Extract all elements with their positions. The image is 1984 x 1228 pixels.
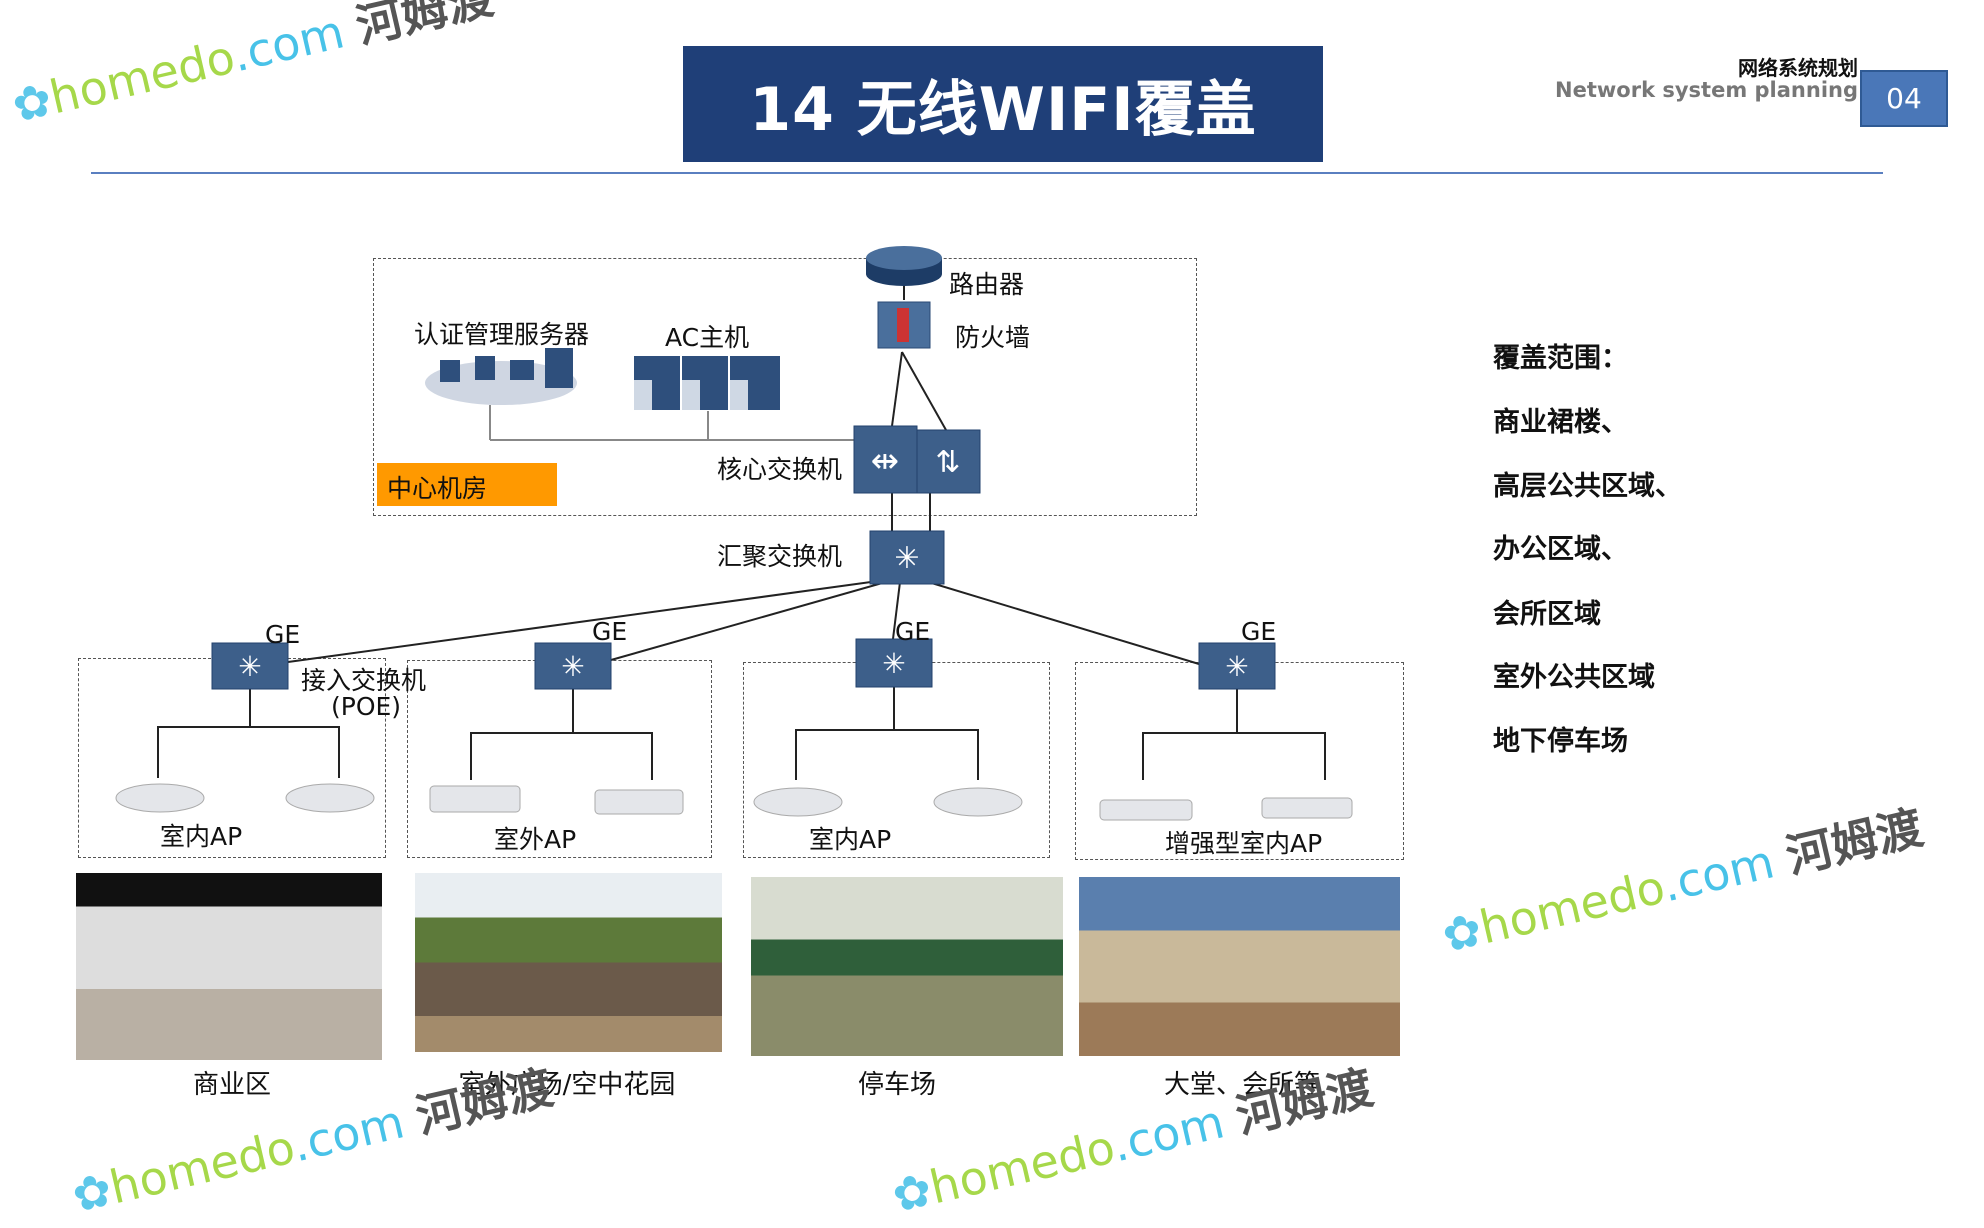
photo-caption: 室外广场/空中花园 xyxy=(458,1070,676,1100)
svg-text:✳: ✳ xyxy=(882,647,905,680)
photo-outdoor-plaza xyxy=(415,873,722,1052)
photo-parking xyxy=(751,877,1063,1056)
firewall-label: 防火墙 xyxy=(955,323,1031,352)
ap-icon xyxy=(115,783,1353,821)
router-icon xyxy=(866,246,942,286)
arrows-icon: ⇅ xyxy=(935,445,960,480)
ap-label: 室外AP xyxy=(494,825,577,854)
svg-text:✳: ✳ xyxy=(1225,650,1248,683)
coverage-title: 覆盖范围： xyxy=(1493,343,1628,374)
coverage-item: 高层公共区域、 xyxy=(1493,471,1682,502)
ge-label: GE xyxy=(592,617,628,646)
photo-caption: 停车场 xyxy=(857,1070,937,1100)
page-title: 14 无线WIFI覆盖 xyxy=(683,46,1323,162)
ap-label: 室内AP xyxy=(809,825,892,854)
coverage-item: 室外公共区域 xyxy=(1493,662,1655,693)
agg-switch-icon: ✳ xyxy=(869,530,945,585)
coverage-item: 商业裙楼、 xyxy=(1493,407,1628,438)
ac-host-icon xyxy=(634,356,780,410)
agg-switch-label: 汇聚交换机 xyxy=(717,542,843,571)
photo-caption: 商业区 xyxy=(192,1070,272,1100)
coverage-item: 会所区域 xyxy=(1493,599,1601,630)
section-title-en: Network system planning xyxy=(1555,78,1858,102)
poe-label: (POE) xyxy=(331,692,402,721)
core-switch-icon xyxy=(853,425,981,494)
auth-server-icon xyxy=(425,348,577,405)
firewall-icon xyxy=(877,301,931,349)
svg-text:✳: ✳ xyxy=(894,541,919,576)
router-label: 路由器 xyxy=(949,270,1025,299)
ap-label: 室内AP xyxy=(160,822,243,851)
photo-commercial xyxy=(76,873,382,1060)
access-switch-label: 接入交换机 xyxy=(301,666,427,695)
ge-label: GE xyxy=(265,620,301,649)
coverage-item: 地下停车场 xyxy=(1493,726,1628,757)
header-divider xyxy=(91,172,1883,174)
datacenter-zone xyxy=(373,258,1197,516)
core-switch-label: 核心交换机 xyxy=(717,455,843,484)
ge-label: GE xyxy=(1241,617,1277,646)
coverage-item: 办公区域、 xyxy=(1493,534,1628,565)
svg-text:✳: ✳ xyxy=(238,650,261,683)
datacenter-label: 中心机房 xyxy=(377,463,557,506)
photo-lobby xyxy=(1079,877,1400,1056)
access-switch-icon xyxy=(211,638,1276,690)
ac-host-label: AC主机 xyxy=(665,323,750,352)
photo-caption: 大堂、会所等 xyxy=(1163,1070,1321,1100)
section-title-cn: 网络系统规划 xyxy=(1738,56,1858,80)
ge-label: GE xyxy=(895,617,931,646)
ap-label: 增强型室内AP xyxy=(1165,829,1323,858)
arrows-icon: ⇹ xyxy=(871,441,900,481)
svg-text:✳: ✳ xyxy=(561,650,584,683)
auth-server-label: 认证管理服务器 xyxy=(414,320,590,349)
links xyxy=(157,285,1326,780)
page-badge: 04 xyxy=(1860,70,1948,127)
